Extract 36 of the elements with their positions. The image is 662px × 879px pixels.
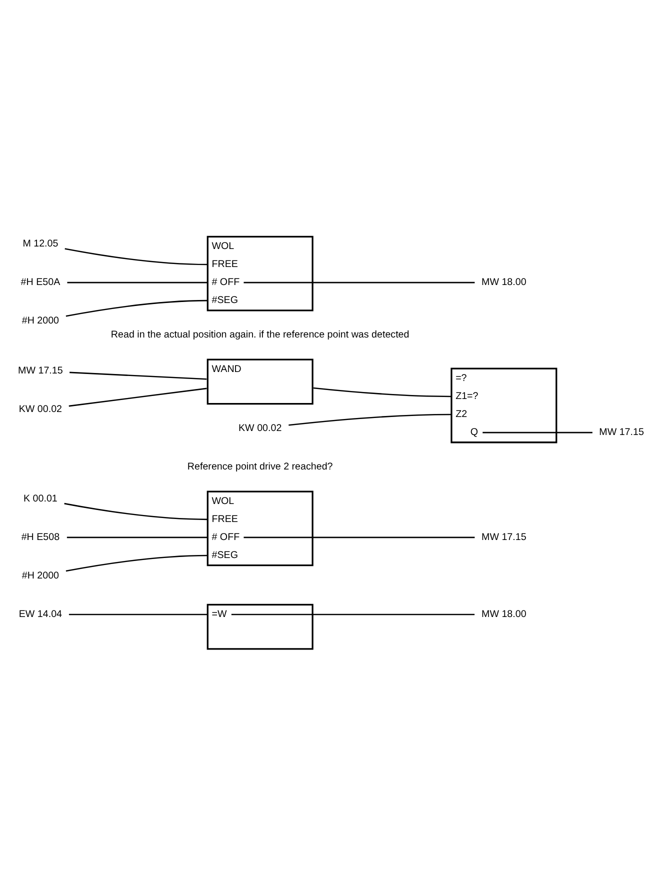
node-text: #H E508 [21, 532, 60, 543]
node-box: =? Z1=? Z2 Q [450, 368, 558, 444]
node-box: WAND [206, 358, 314, 405]
node-text: MW 17.15 [599, 427, 644, 438]
node-box: =W [206, 604, 314, 650]
node-text: #H E50A [20, 277, 60, 288]
connector [67, 282, 208, 284]
connector [64, 502, 208, 520]
label: Read in the actual position again. if the reference point was detected [110, 330, 410, 341]
connector [70, 372, 207, 380]
connector [482, 432, 592, 434]
connector [66, 536, 208, 538]
connector [244, 282, 475, 284]
node-text: MW 17.15 [18, 366, 63, 377]
node-text: MW 18.00 [482, 277, 526, 288]
connector [288, 414, 452, 426]
connector [66, 300, 208, 317]
node-text: KW 00.02 [18, 404, 62, 416]
connector [313, 387, 452, 398]
node-text: #H 2000 [22, 570, 60, 582]
node-text: KW 00.02 [238, 422, 282, 434]
node-text: EW 14.04 [18, 609, 62, 620]
connector [68, 388, 207, 407]
connector [66, 554, 208, 572]
node-text: M 12.05 [22, 238, 58, 250]
node-text: MW 18.00 [482, 609, 526, 620]
node-text: K 00.01 [24, 493, 58, 504]
connector [68, 614, 208, 616]
connector [64, 248, 208, 266]
label: Reference point drive 2 reached? [187, 461, 333, 472]
node-box: WOL FREE # OFF #SEG [206, 236, 314, 312]
node-text: #H 2000 [22, 316, 60, 327]
connector [244, 536, 475, 538]
node-box: WOL FREE # OFF #SEG [206, 490, 314, 566]
connector [231, 614, 475, 616]
node-text: MW 17.15 [482, 532, 526, 543]
